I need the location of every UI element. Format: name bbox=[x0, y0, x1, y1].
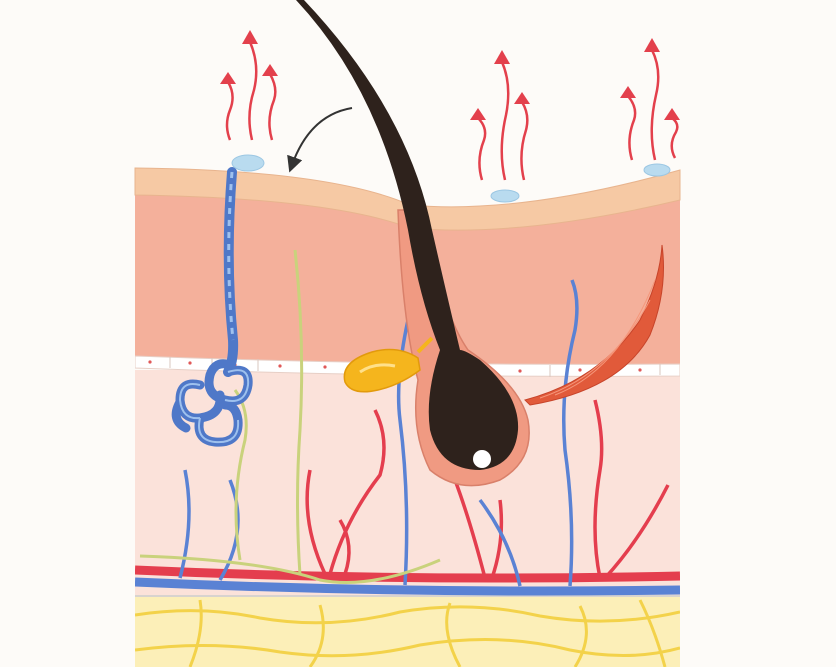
evaporation-arrow-icon bbox=[262, 64, 278, 140]
sweat-droplet-icon bbox=[232, 155, 264, 171]
evaporation-arrow-icon bbox=[470, 108, 486, 180]
evaporation-arrow-icon bbox=[514, 92, 530, 180]
evaporation-arrow-icon bbox=[242, 30, 258, 140]
evaporation-arrow-icon bbox=[664, 108, 680, 158]
evaporation-arrow-icon bbox=[644, 38, 660, 160]
evaporation-arrows bbox=[220, 30, 680, 180]
evaporation-arrow-icon bbox=[494, 50, 510, 180]
sweat-droplet-icon bbox=[491, 190, 519, 202]
evaporation-arrow-icon bbox=[620, 86, 636, 160]
subcutaneous-layer bbox=[135, 595, 680, 667]
evaporation-arrow-icon bbox=[220, 72, 236, 140]
dermal-papilla bbox=[473, 450, 491, 468]
curved-arrow-icon bbox=[292, 108, 352, 165]
sweat-droplet-icon bbox=[644, 164, 670, 176]
